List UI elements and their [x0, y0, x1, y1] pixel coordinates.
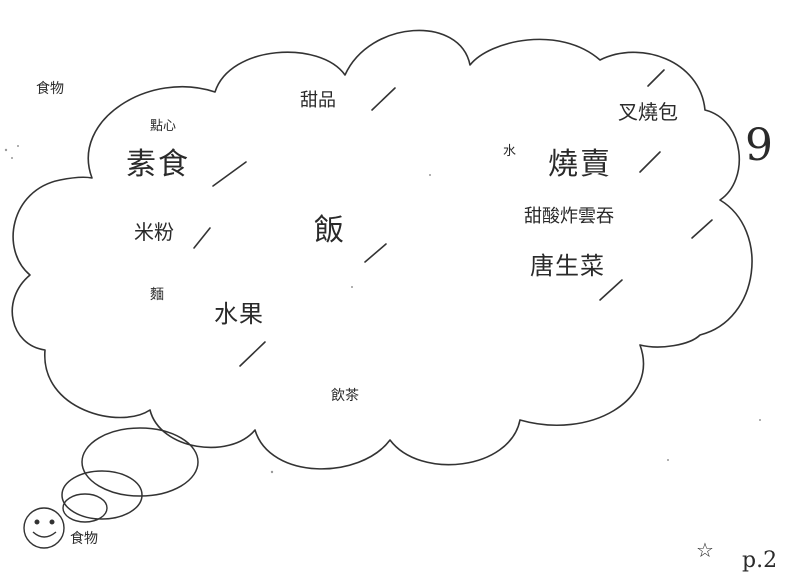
- label-yum-cha: 飲茶: [331, 388, 359, 404]
- cloud-outline: [11, 29, 753, 470]
- thought-bubble-medium: [61, 470, 143, 520]
- score-mark: 9: [745, 120, 773, 171]
- label-rice: 飯: [314, 213, 346, 248]
- label-water: 水: [503, 144, 517, 159]
- label-dim-sum: 點心: [150, 119, 177, 134]
- label-desserts: 甜品: [300, 90, 336, 111]
- star-icon: ☆: [696, 538, 714, 562]
- label-noodles: 麵: [150, 287, 164, 303]
- label-sweet-sour-wonton: 甜酸炸雲吞: [524, 206, 614, 227]
- thought-bubble-large: [81, 427, 199, 497]
- page-number: p.2: [742, 548, 778, 573]
- label-food-bottom: 食物: [70, 531, 98, 547]
- label-fruit: 水果: [214, 300, 264, 328]
- label-rice-noodles: 米粉: [134, 220, 174, 244]
- label-food-top: 食物: [36, 81, 64, 97]
- thought-bubble-small: [62, 493, 108, 523]
- label-char-siu-bao: 叉燒包: [618, 100, 678, 124]
- check-marks: [193, 69, 713, 367]
- smiley-face-icon: [23, 507, 65, 549]
- scan-specks: [4, 145, 761, 474]
- label-vegetarian: 素食: [126, 147, 190, 182]
- label-char-siu: 燒賣: [548, 147, 612, 182]
- label-lettuce: 唐生菜: [530, 252, 605, 280]
